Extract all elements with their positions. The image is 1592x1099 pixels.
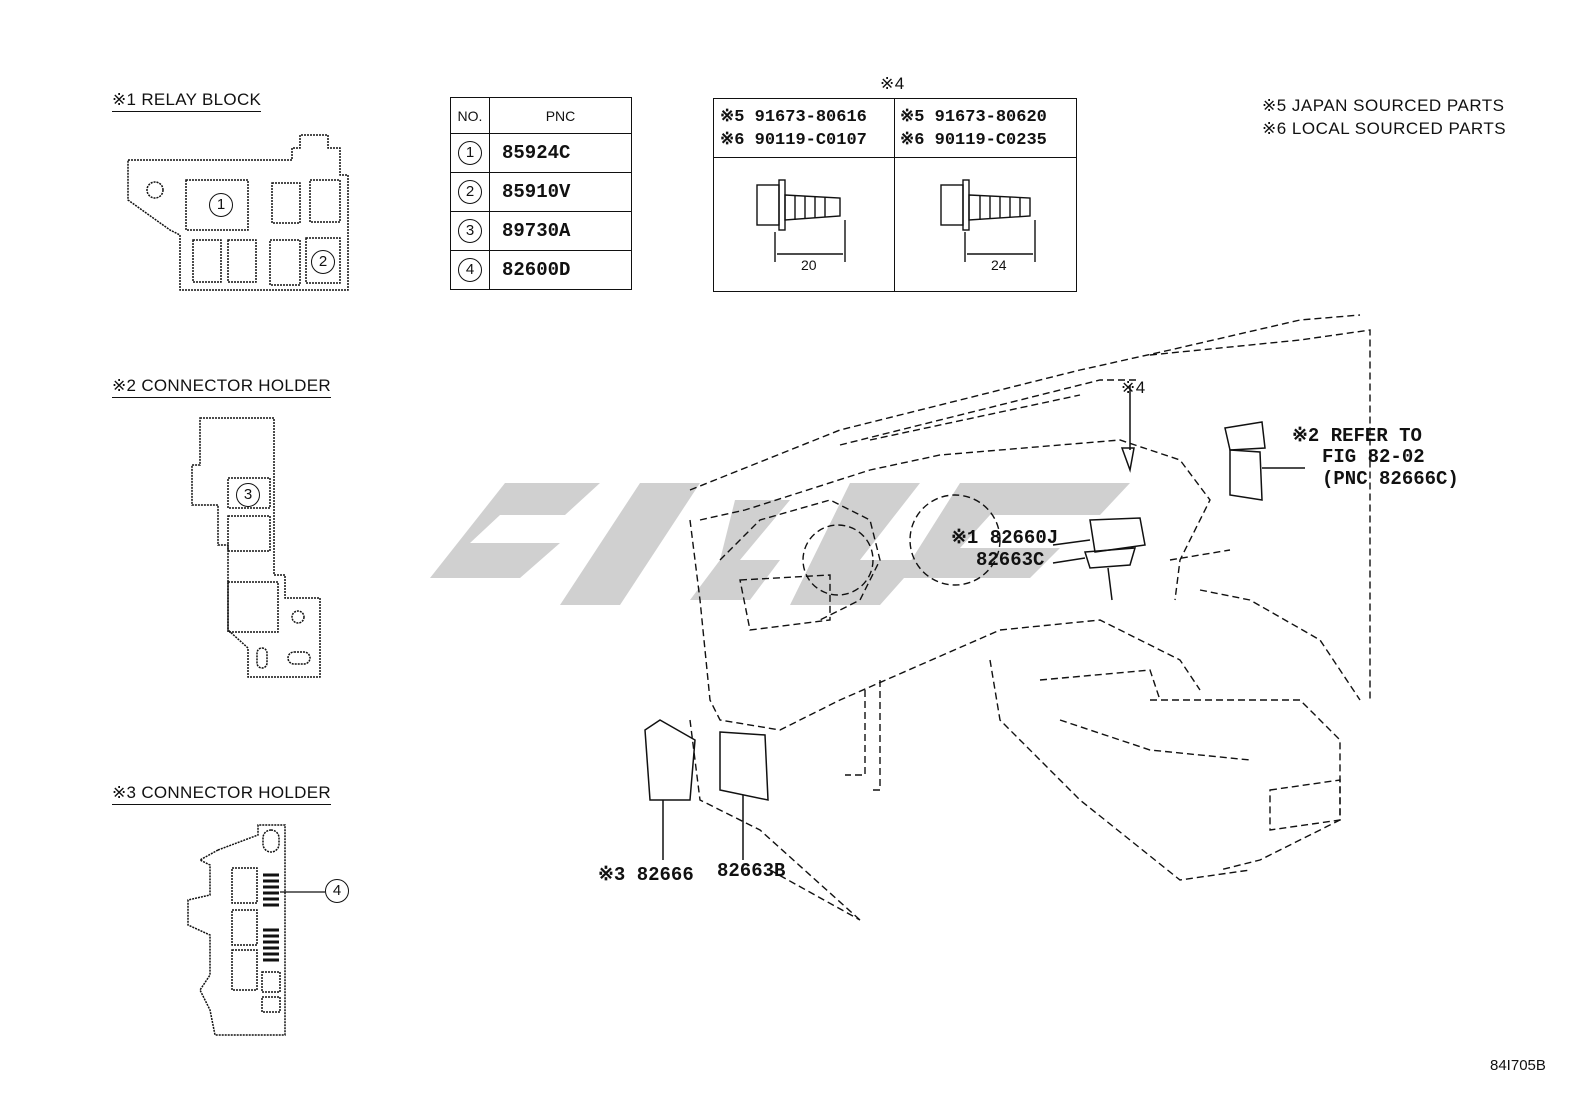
pnc-header-pnc: PNC [489, 97, 632, 134]
bolt-table-title: ※4 [880, 74, 905, 93]
dashboard-parts [644, 385, 1305, 860]
table-row: 1 85924C [450, 133, 632, 173]
dashboard-drawing [689, 314, 1371, 921]
bolt-right-jp: ※5 91673-80620 [900, 108, 1047, 127]
connector-holder-2-title: ※2 CONNECTOR HOLDER [112, 376, 331, 398]
row-no: 3 [458, 219, 482, 243]
holder2-marker: 3 [236, 483, 260, 507]
holder3-marker: 4 [325, 879, 349, 903]
pnc-table: NO. PNC 1 85924C 2 85910V 3 89730A 4 826… [450, 97, 632, 290]
callout-refer-to: ※2 REFER TO [1292, 425, 1422, 447]
row-pnc: 85910V [489, 172, 632, 212]
row-pnc: 89730A [489, 211, 632, 251]
row-no: 2 [458, 180, 482, 204]
bolt-left-length: 20 [801, 257, 817, 273]
table-row: 4 82600D [450, 250, 632, 290]
bolt-right-length: 24 [991, 257, 1007, 273]
relay-marker-2: 2 [311, 250, 335, 274]
note-japan-sourced: ※5 JAPAN SOURCED PARTS [1262, 96, 1505, 115]
connector-holder-3-title: ※3 CONNECTOR HOLDER [112, 783, 331, 805]
callout-refer-fig: FIG 82-02 [1322, 446, 1425, 468]
figure-id: 84I705B [1490, 1057, 1546, 1074]
watermark-logo [430, 483, 1130, 605]
row-no: 1 [458, 141, 482, 165]
bolt-drawings [756, 179, 1036, 262]
connector-holder-3-drawing [187, 824, 325, 1036]
relay-marker-1: 1 [209, 193, 233, 217]
callout-82663c: 82663C [976, 549, 1045, 571]
callout-82660j: ※1 82660J [951, 527, 1059, 549]
row-pnc: 82600D [489, 250, 632, 290]
bolt-table: ※5 91673-80616 ※6 90119-C0107 ※5 91673-8… [713, 98, 1077, 292]
connector-holder-2-drawing [191, 417, 321, 678]
bolt-left-jp: ※5 91673-80616 [720, 108, 867, 127]
table-row: 3 89730A [450, 211, 632, 251]
pnc-header-no: NO. [450, 97, 490, 134]
callout-82663b: 82663B [717, 860, 786, 882]
callout-refer-pnc: (PNC 82666C) [1322, 468, 1459, 490]
bolt-left-local: ※6 90119-C0107 [720, 131, 867, 150]
row-no: 4 [458, 258, 482, 282]
bolt-right-local: ※6 90119-C0235 [900, 131, 1047, 150]
row-pnc: 85924C [489, 133, 632, 173]
note-local-sourced: ※6 LOCAL SOURCED PARTS [1262, 119, 1507, 138]
callout-bolt-ref: ※4 [1121, 378, 1146, 397]
relay-block-title: ※1 RELAY BLOCK [112, 90, 262, 112]
table-row: 2 85910V [450, 172, 632, 212]
relay-block-drawing [127, 134, 349, 291]
callout-82666: ※3 82666 [598, 864, 694, 886]
